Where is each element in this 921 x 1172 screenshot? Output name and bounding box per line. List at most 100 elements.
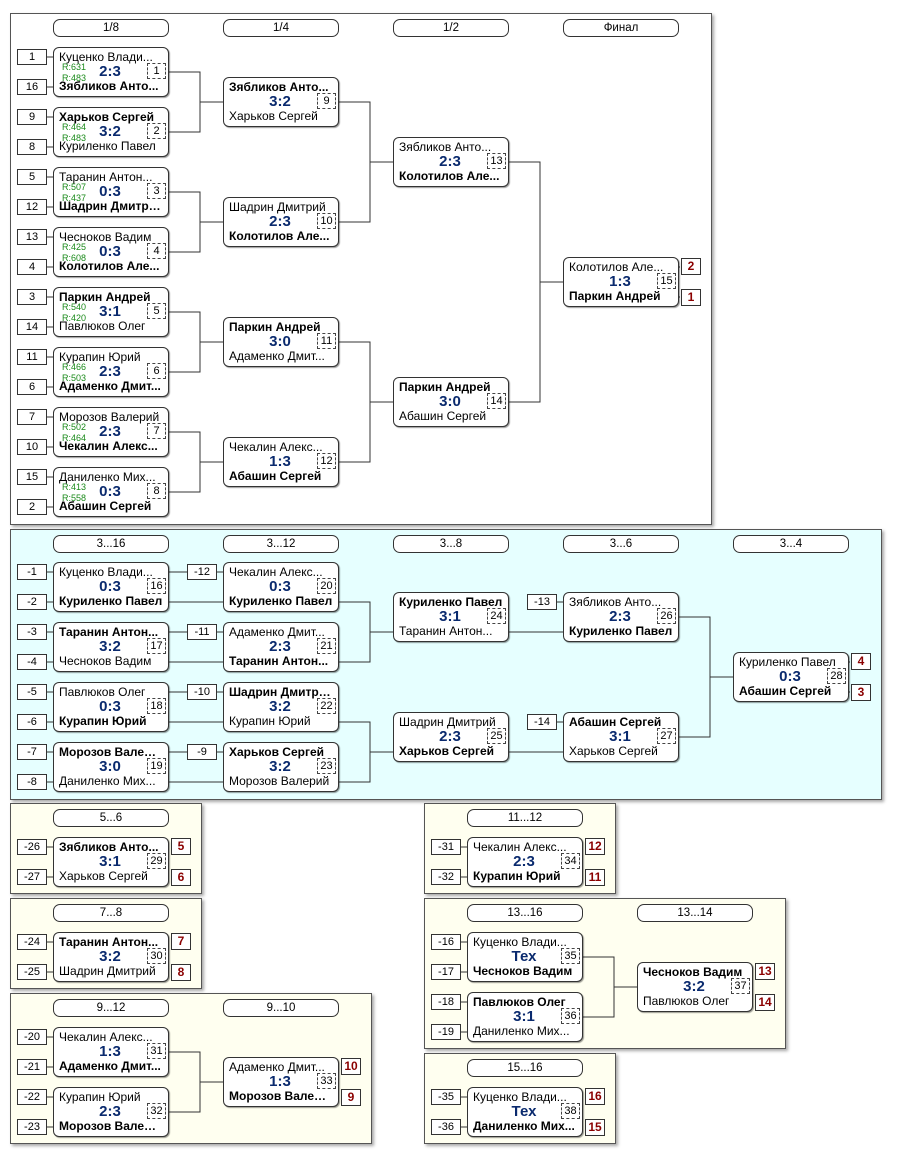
match-card[interactable]: Чесноков Вадим R:425 R:608 0:3 4 Колотил… <box>53 227 169 277</box>
match-card[interactable]: Чекалин Алекс... 0:3 20 Куриленко Павел <box>223 562 339 612</box>
match-card[interactable]: Адаменко Дмит... 2:3 21 Таранин Антон... <box>223 622 339 672</box>
match-number: 3 <box>147 183 166 199</box>
match-card[interactable]: Абашин Сергей 3:1 27 Харьков Сергей <box>563 712 679 762</box>
match-card[interactable]: Куриленко Павел 0:3 28 Абашин Сергей <box>733 652 849 702</box>
match-card[interactable]: Зябликов Анто... 2:3 26 Куриленко Павел <box>563 592 679 642</box>
player-name: Адаменко Дмит... <box>59 1059 161 1073</box>
player-name: Чекалин Алекс... <box>59 439 158 453</box>
seed-box: -32 <box>431 869 461 885</box>
match-card[interactable]: Морозов Валерий 3:0 19 Даниленко Мих... <box>53 742 169 792</box>
player-name: Таранин Антон... <box>229 654 329 668</box>
player-name: Адаменко Дмит... <box>229 349 325 363</box>
round-header-1-4: 1/4 <box>223 19 339 37</box>
match-score: 0:3 <box>99 578 121 595</box>
match-card[interactable]: Шадрин Дмитрий 3:2 22 Курапин Юрий <box>223 682 339 732</box>
match-card[interactable]: Павлюков Олег 3:1 36 Даниленко Мих... <box>467 992 583 1042</box>
match-score: 2:3 <box>513 853 535 870</box>
player-rating: R:466 <box>62 362 87 372</box>
match-card[interactable]: Колотилов Але... 1:3 15 Паркин Андрей <box>563 257 679 307</box>
match-number: 16 <box>147 578 166 594</box>
match-card[interactable]: Адаменко Дмит... 1:3 33 Морозов Валерий <box>223 1057 339 1107</box>
match-card[interactable]: Зябликов Анто... 2:3 13 Колотилов Але... <box>393 137 509 187</box>
match-score: 3:0 <box>99 758 121 775</box>
match-card[interactable]: Куценко Влади... Тех 35 Чесноков Вадим <box>467 932 583 982</box>
seed-box: -21 <box>17 1059 47 1075</box>
player-name: Таранин Антон... <box>59 935 159 949</box>
match-card[interactable]: Шадрин Дмитрий 2:3 10 Колотилов Але... <box>223 197 339 247</box>
player-name: Абашин Сергей <box>739 684 832 698</box>
match-card[interactable]: Паркин Андрей 3:0 14 Абашин Сергей <box>393 377 509 427</box>
round-header-3-16: 3...16 <box>53 535 169 553</box>
seed-box: -20 <box>17 1029 47 1045</box>
match-card[interactable]: Куриленко Павел 3:1 24 Таранин Антон... <box>393 592 509 642</box>
match-number: 21 <box>317 638 336 654</box>
player-name: Морозов Валерий <box>59 745 163 759</box>
player-name: Абашин Сергей <box>569 715 662 729</box>
match-score: 1:3 <box>269 1073 291 1090</box>
player-name: Морозов Валерий <box>59 1119 163 1133</box>
match-card[interactable]: Чекалин Алекс... 2:3 34 Курапин Юрий <box>467 837 583 887</box>
player-name: Морозов Валерий <box>229 1089 333 1103</box>
match-score: 0:3 <box>779 668 801 685</box>
match-card[interactable]: Харьков Сергей 3:2 23 Морозов Валерий <box>223 742 339 792</box>
match-score: Тех <box>511 1103 537 1120</box>
place-badge: 15 <box>585 1119 605 1136</box>
player-name: Абашин Сергей <box>229 469 322 483</box>
match-card[interactable]: Зябликов Анто... 3:1 29 Харьков Сергей <box>53 837 169 887</box>
place-badge: 16 <box>585 1088 605 1105</box>
player-name: Куриленко Павел <box>399 595 503 609</box>
match-card[interactable]: Куценко Влади... Тех 38 Даниленко Мих... <box>467 1087 583 1137</box>
round-header-1-2: 1/2 <box>393 19 509 37</box>
match-card[interactable]: Даниленко Мих... R:413 R:558 0:3 8 Абаши… <box>53 467 169 517</box>
player-name: Адаменко Дмит... <box>59 379 161 393</box>
match-score: 0:3 <box>269 578 291 595</box>
match-score: 3:2 <box>269 758 291 775</box>
match-card[interactable]: Чекалин Алекс... 1:3 12 Абашин Сергей <box>223 437 339 487</box>
match-number: 20 <box>317 578 336 594</box>
player-name: Павлюков Олег <box>59 685 146 699</box>
match-card[interactable]: Таранин Антон... 3:2 30 Шадрин Дмитрий <box>53 932 169 982</box>
seed-box: -36 <box>431 1119 461 1135</box>
round-header-13-14: 13...14 <box>637 904 753 922</box>
match-card[interactable]: Куценко Влади... R:631 R:483 2:3 1 Зябли… <box>53 47 169 97</box>
player-rating: R:507 <box>62 182 87 192</box>
match-score: 3:1 <box>99 853 121 870</box>
match-number: 15 <box>657 273 676 289</box>
match-score: 1:3 <box>99 1043 121 1060</box>
seed-box: 8 <box>17 139 47 155</box>
match-number: 5 <box>147 303 166 319</box>
player-rating: R:464 <box>62 433 87 443</box>
match-card[interactable]: Шадрин Дмитрий 2:3 25 Харьков Сергей <box>393 712 509 762</box>
seed-box: -10 <box>187 684 217 700</box>
match-card[interactable]: Куценко Влади... 0:3 16 Куриленко Павел <box>53 562 169 612</box>
seed-box: -8 <box>17 774 47 790</box>
match-card[interactable]: Таранин Антон... R:507 R:437 0:3 3 Шадри… <box>53 167 169 217</box>
match-card[interactable]: Курапин Юрий R:466 R:503 2:3 6 Адаменко … <box>53 347 169 397</box>
place-badge: 14 <box>755 994 775 1011</box>
match-number: 30 <box>147 948 166 964</box>
player-name: Колотилов Але... <box>59 259 160 273</box>
seed-box: 11 <box>17 349 47 365</box>
match-card[interactable]: Таранин Антон... 3:2 17 Чесноков Вадим <box>53 622 169 672</box>
match-card[interactable]: Морозов Валерий R:502 R:464 2:3 7 Чекали… <box>53 407 169 457</box>
match-number: 7 <box>147 423 166 439</box>
seed-box: -22 <box>17 1089 47 1105</box>
match-card[interactable]: Паркин Андрей R:540 R:420 3:1 5 Павлюков… <box>53 287 169 337</box>
seed-box: 6 <box>17 379 47 395</box>
player-name: Зябликов Анто... <box>399 140 492 154</box>
player-name: Чекалин Алекс... <box>229 440 323 454</box>
match-card[interactable]: Курапин Юрий 2:3 32 Морозов Валерий <box>53 1087 169 1137</box>
match-card[interactable]: Зябликов Анто... 3:2 9 Харьков Сергей <box>223 77 339 127</box>
match-card[interactable]: Харьков Сергей R:464 R:483 3:2 2 Курилен… <box>53 107 169 157</box>
match-card[interactable]: Чекалин Алекс... 1:3 31 Адаменко Дмит... <box>53 1027 169 1077</box>
match-card[interactable]: Паркин Андрей 3:0 11 Адаменко Дмит... <box>223 317 339 367</box>
match-number: 28 <box>827 668 846 684</box>
match-score: 2:3 <box>99 363 121 380</box>
match-card[interactable]: Павлюков Олег 0:3 18 Курапин Юрий <box>53 682 169 732</box>
seed-box: -2 <box>17 594 47 610</box>
match-number: 38 <box>561 1103 580 1119</box>
match-card[interactable]: Чесноков Вадим 3:2 37 Павлюков Олег <box>637 962 753 1012</box>
match-score: 3:1 <box>99 303 121 320</box>
player-name: Курапин Юрий <box>59 1090 141 1104</box>
